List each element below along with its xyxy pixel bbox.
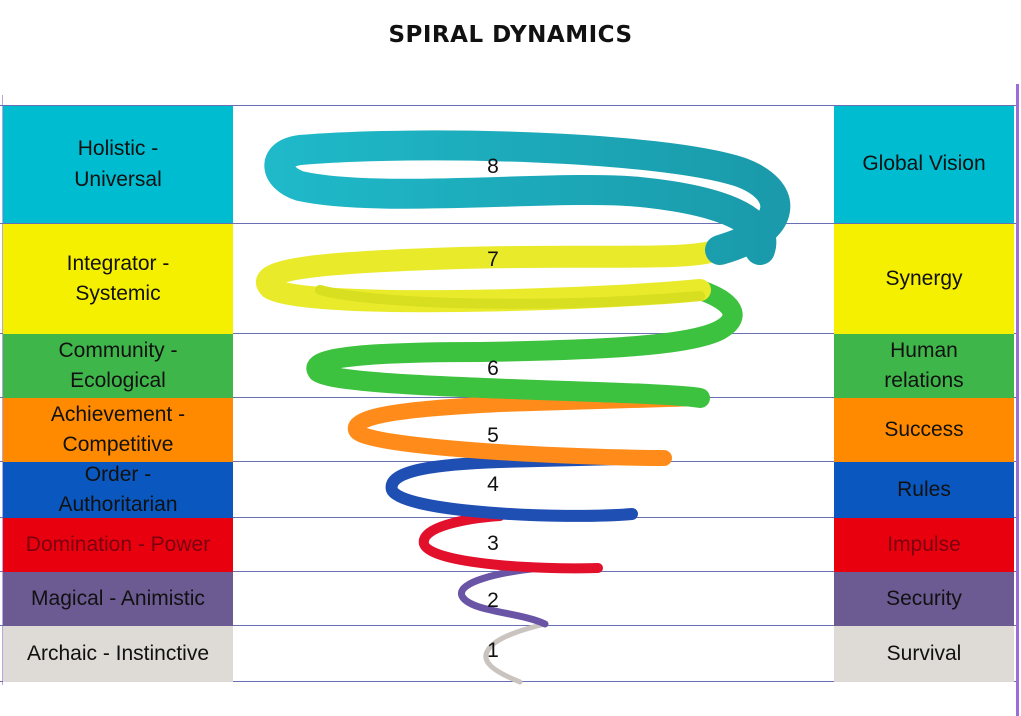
spiral-segment-5 <box>348 390 708 466</box>
level-6-left-label: Community - Ecological <box>3 334 233 398</box>
spiral-segment-1 <box>483 621 548 685</box>
level-5-right-label: Success <box>834 398 1014 462</box>
level-4-right-label: Rules <box>834 462 1014 518</box>
label-line: Security <box>886 586 962 610</box>
level-8-right-label: Global Vision <box>834 106 1014 223</box>
band-divider <box>0 625 1016 626</box>
level-number-8: 8 <box>487 155 499 178</box>
level-number-3: 3 <box>487 532 499 555</box>
level-3-left-label: Domination - Power <box>3 518 233 572</box>
label-line: Competitive <box>62 433 174 456</box>
level-2-right-label: Security <box>834 572 1014 626</box>
label-line: Human <box>890 338 958 362</box>
label-line: Survival <box>886 641 962 665</box>
label-line: Magical - Animistic <box>31 586 205 610</box>
label-line: Authoritarian <box>58 493 178 516</box>
band-divider <box>0 681 1016 682</box>
spiral-segment-4 <box>385 452 666 522</box>
level-number-2: 2 <box>487 589 499 612</box>
label-line: Success <box>884 417 964 441</box>
label-line: Global Vision <box>862 152 986 176</box>
label-line: Integrator - <box>66 251 170 275</box>
label-line: Community - <box>58 338 178 362</box>
spiral-segment-8 <box>264 130 791 265</box>
band-divider <box>0 105 1016 106</box>
band-divider <box>0 223 1016 224</box>
label-line: Order - <box>84 462 152 486</box>
label-line: Impulse <box>887 532 961 556</box>
level-number-7: 7 <box>487 248 499 271</box>
label-line: Archaic - Instinctive <box>26 641 210 665</box>
label-line: Synergy <box>885 266 963 290</box>
label-line: Domination - Power <box>25 532 211 556</box>
label-line: Universal <box>74 167 162 191</box>
spiral-segment-2 <box>458 564 549 628</box>
level-1-right-label: Survival <box>834 626 1014 682</box>
band-divider <box>0 333 1016 334</box>
level-number-4: 4 <box>487 473 499 496</box>
level-6-right-label: Human relations <box>834 334 1014 398</box>
level-number-6: 6 <box>487 357 499 380</box>
level-7-right-label: Synergy <box>834 224 1014 334</box>
level-2-left-label: Magical - Animistic <box>3 572 233 626</box>
label-line: Rules <box>897 477 951 501</box>
label-line: Holistic - <box>77 137 159 161</box>
spiral-segment-7-inner <box>315 285 705 309</box>
level-4-left-label: Order - Authoritarian <box>3 462 233 518</box>
right-border <box>1016 84 1019 716</box>
page-title: SPIRAL DYNAMICS <box>388 22 633 48</box>
spiral-segment-6 <box>306 280 743 408</box>
label-line: Ecological <box>70 369 166 392</box>
level-number-5: 5 <box>487 424 499 447</box>
label-line: Systemic <box>75 282 161 305</box>
level-7-left-label: Integrator - Systemic <box>3 224 233 334</box>
label-line: relations <box>884 369 964 392</box>
level-5-left-label: Achievement - Competitive <box>3 398 233 462</box>
label-line: Achievement - <box>50 402 186 426</box>
level-1-left-label: Archaic - Instinctive <box>3 626 233 682</box>
spiral-segment-3 <box>419 511 603 574</box>
left-border <box>2 95 3 685</box>
level-8-left-label: Holistic - Universal <box>3 106 233 223</box>
level-number-1: 1 <box>487 639 499 662</box>
level-3-right-label: Impulse <box>834 518 1014 572</box>
